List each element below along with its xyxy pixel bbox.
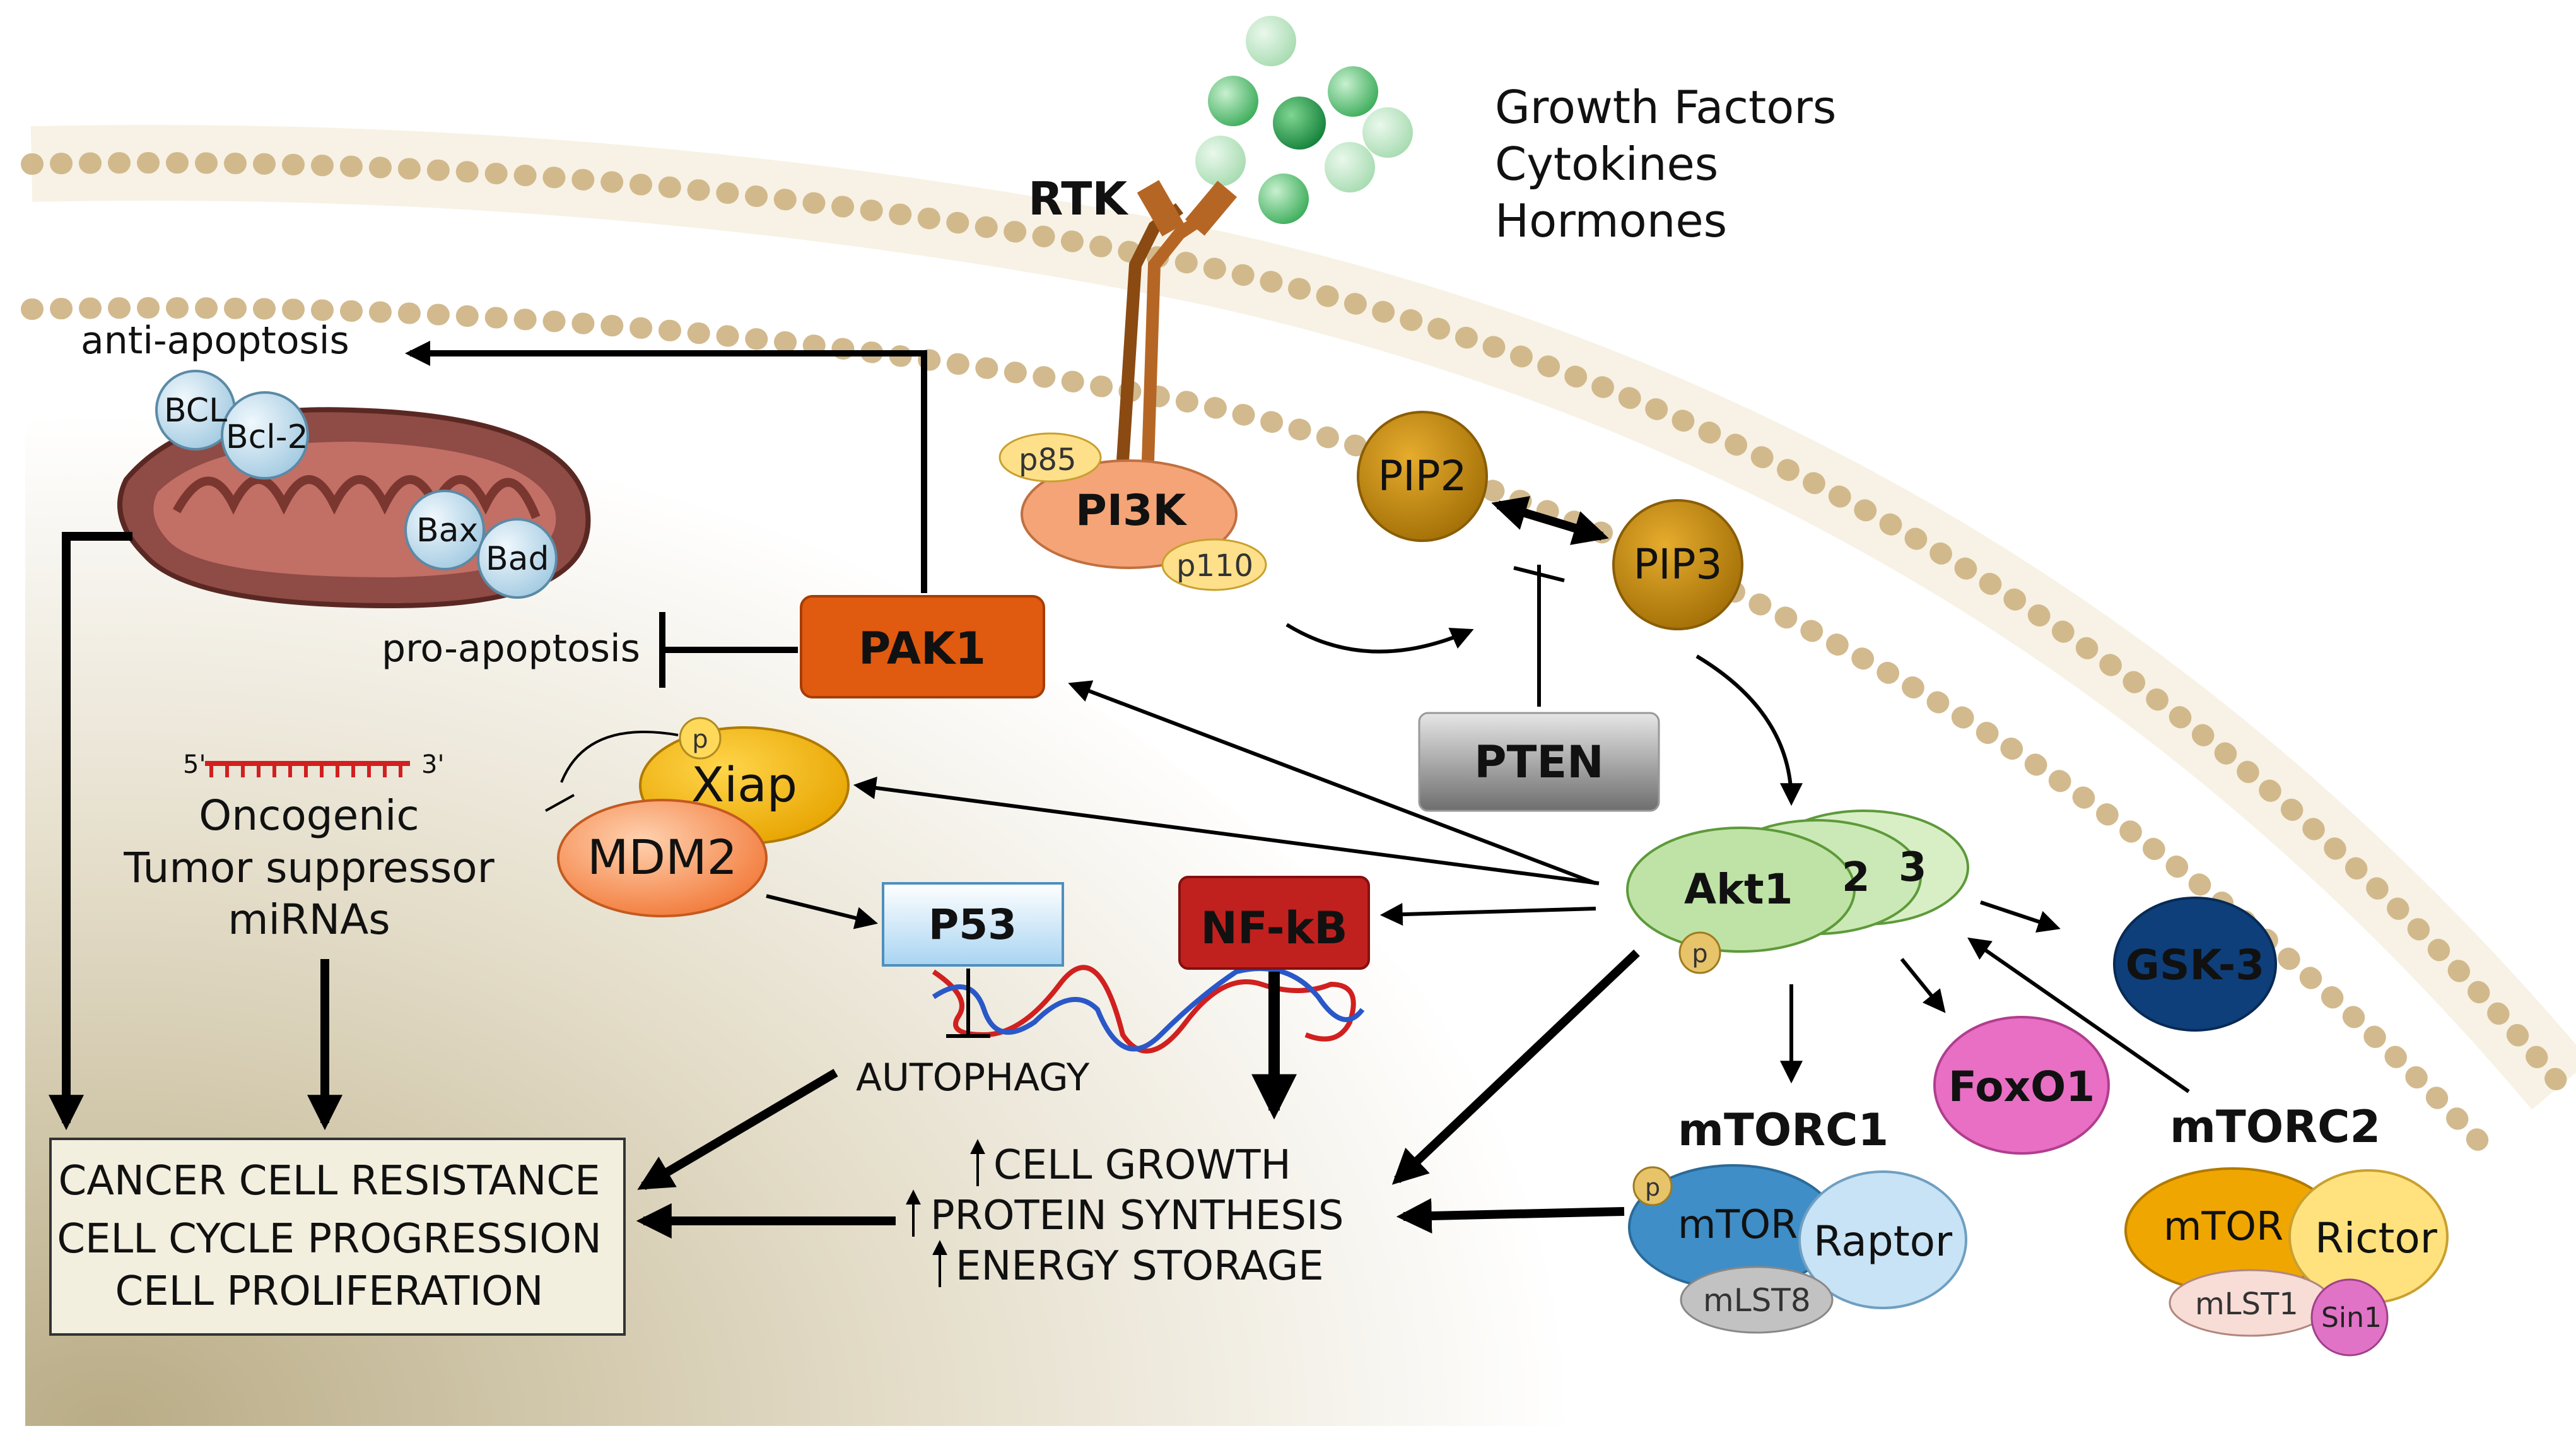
mirna-strand <box>205 761 410 777</box>
gsk3-node <box>2113 897 2277 1032</box>
outcome-list: CELL GROWTH PROTEIN SYNTHESIS ENERGY STO… <box>906 1139 1344 1290</box>
mtorc2-rictor-label: Rictor <box>2315 1214 2438 1263</box>
mtorc1-title: mTORC1 <box>1678 1104 1888 1156</box>
mtorc2-mtor-label: mTOR <box>2163 1203 2283 1249</box>
pip3-label: PIP3 <box>1633 540 1722 589</box>
mtorc2-mlst1-label: mLST1 <box>2195 1287 2298 1322</box>
anti-apoptosis-label: anti-apoptosis <box>81 319 349 363</box>
mirna-5-prime: 5' <box>183 750 206 779</box>
mtorc1-phospho-label: p <box>1645 1174 1660 1201</box>
xiap-label: Xiap <box>691 757 797 813</box>
akt-to-nfkb-arrow <box>1379 903 1596 926</box>
akt-to-gsk3-arrow <box>1980 900 2061 933</box>
bcl-label: BCL <box>164 392 227 430</box>
pak1-label: PAK1 <box>858 623 986 674</box>
mdm2-to-p53-arrow <box>766 894 878 929</box>
xiap-feedback-curve <box>560 731 679 783</box>
akt-to-pak1-arrow <box>1068 680 1597 885</box>
akt-to-foxo1-arrow <box>1900 958 1946 1013</box>
foxo1-node <box>1933 1016 2110 1155</box>
mirna-line3: miRNAs <box>228 895 390 944</box>
mirna-line1: Oncogenic <box>199 791 419 840</box>
dna-helix <box>932 965 1365 1054</box>
mirna-line2: Tumor suppressor <box>123 844 495 892</box>
mdm2-label: MDM2 <box>587 829 737 885</box>
bad-label: Bad <box>486 540 549 578</box>
rtk-receptor <box>1116 180 1238 461</box>
mtorc1-raptor-label: Raptor <box>1813 1217 1953 1266</box>
bax-label: Bax <box>416 512 478 550</box>
autophagy-to-cancer-arrow <box>637 1068 838 1191</box>
pip2-label: PIP2 <box>1378 452 1467 500</box>
xiap-feedback-bar <box>545 794 575 812</box>
p53-box <box>882 882 1064 967</box>
pip3-to-akt-arrow <box>1695 654 1803 806</box>
mtorc1-mtor-label: mTOR <box>1678 1201 1798 1247</box>
nfkb-box <box>1178 876 1370 970</box>
p110-label: p110 <box>1176 548 1253 584</box>
autophagy-label: AUTOPHAGY <box>856 1056 1090 1100</box>
cancer-line2: CELL CYCLE PROGRESSION <box>57 1216 601 1263</box>
outcome-protein-synthesis: PROTEIN SYNTHESIS <box>930 1193 1344 1239</box>
akt-to-outcomes-arrow <box>1391 949 1640 1185</box>
pip2-node <box>1357 411 1488 542</box>
mtorc2-to-akt-arrow <box>1967 937 2190 1093</box>
pip3-node <box>1612 499 1743 630</box>
cancer-line3: CELL PROLIFERATION <box>115 1268 544 1315</box>
akt-phospho-label: p <box>1692 939 1707 969</box>
akt-to-xiap-arrow <box>853 776 1600 885</box>
ligand-balls <box>1195 16 1413 224</box>
bcl2-label: Bcl-2 <box>226 418 308 456</box>
akt2-label: 2 <box>1842 854 1870 901</box>
pi3k-complex: PI3K p85 p110 <box>998 432 1267 591</box>
pi3k-label: PI3K <box>1075 486 1187 536</box>
mtorc1-mlst8-label: mLST8 <box>1703 1282 1811 1319</box>
outcome-energy-storage: ENERGY STORAGE <box>956 1243 1324 1290</box>
mirna-3-prime: 3' <box>421 750 444 779</box>
mdm2-node <box>557 799 768 917</box>
xiap-phospho-label: p <box>692 725 708 754</box>
ligand-growth-factors: Growth Factors <box>1495 81 1836 134</box>
pak1-to-anti-apoptosis-arrow <box>405 341 927 593</box>
xiap-phospho-badge <box>679 717 722 760</box>
cancer-line1: CANCER CELL RESISTANCE <box>59 1158 600 1204</box>
akt1-label: Akt1 <box>1684 865 1793 914</box>
gsk3-label: GSK-3 <box>2126 941 2264 989</box>
ligand-cytokines: Cytokines <box>1495 138 1718 191</box>
pip2-pip3-conversion-arrow <box>1491 496 1609 545</box>
pten-label: PTEN <box>1474 736 1603 788</box>
mtorc2-title: mTORC2 <box>2170 1101 2380 1153</box>
ligand-labels: Growth Factors Cytokines Hormones <box>1495 81 1836 247</box>
mito-to-cancer-arrow <box>49 532 132 1131</box>
mtorc1-complex: p mTOR Raptor mLST8 <box>1628 1164 1967 1334</box>
mtorc1-to-outcomes-arrow <box>1396 1198 1625 1234</box>
p53-label: P53 <box>928 900 1017 949</box>
pten-inhibit-bar <box>1513 566 1565 582</box>
outcome-cell-growth: CELL GROWTH <box>993 1142 1291 1189</box>
p85-label: p85 <box>1019 442 1077 478</box>
cell-membrane <box>21 125 2576 1165</box>
pro-apoptosis-label: pro-apoptosis <box>382 627 640 671</box>
foxo1-label: FoxO1 <box>1948 1063 2095 1111</box>
nfkb-label: NF-kB <box>1200 902 1347 954</box>
pak1-box <box>800 595 1045 698</box>
akt-complex: Akt1 2 3 p <box>1626 810 1969 974</box>
mtorc2-complex: mTOR Rictor mLST1 Sin1 <box>2124 1167 2449 1357</box>
ligand-hormones: Hormones <box>1495 194 1727 247</box>
mitochondrion: BCL Bcl-2 Bax Bad <box>117 370 591 609</box>
pten-box <box>1418 712 1660 812</box>
rtk-label: RTK <box>1028 172 1128 225</box>
cancer-outcome-box <box>49 1138 626 1336</box>
mtorc2-sin1-label: Sin1 <box>2321 1302 2382 1334</box>
akt3-label: 3 <box>1899 844 1927 891</box>
pi3k-to-pip-arrow <box>1285 623 1474 654</box>
